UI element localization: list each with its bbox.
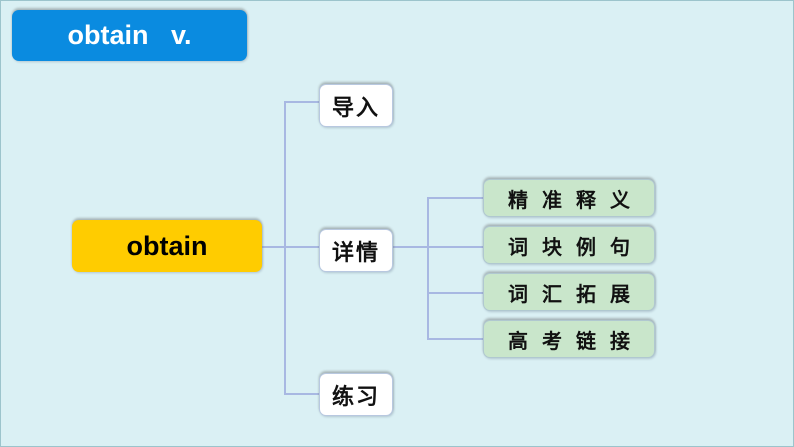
- detail-definition[interactable]: 精准释义: [483, 179, 655, 217]
- detail-phrases[interactable]: 词块例句: [483, 226, 655, 264]
- connector: [427, 338, 483, 340]
- connector: [427, 197, 483, 199]
- connector: [284, 101, 319, 103]
- connector: [262, 246, 319, 248]
- branch-details[interactable]: 详情: [319, 229, 393, 272]
- connector: [284, 101, 286, 393]
- branch-practice[interactable]: 练习: [319, 373, 393, 416]
- root-node: obtain: [72, 220, 262, 272]
- connector: [393, 246, 483, 248]
- detail-exam-links[interactable]: 高考链接: [483, 320, 655, 358]
- slide-title: obtain v.: [12, 10, 247, 61]
- connector: [284, 393, 319, 395]
- branch-intro[interactable]: 导入: [319, 84, 393, 127]
- connector: [427, 292, 483, 294]
- connector: [427, 197, 429, 339]
- detail-vocabulary[interactable]: 词汇拓展: [483, 273, 655, 311]
